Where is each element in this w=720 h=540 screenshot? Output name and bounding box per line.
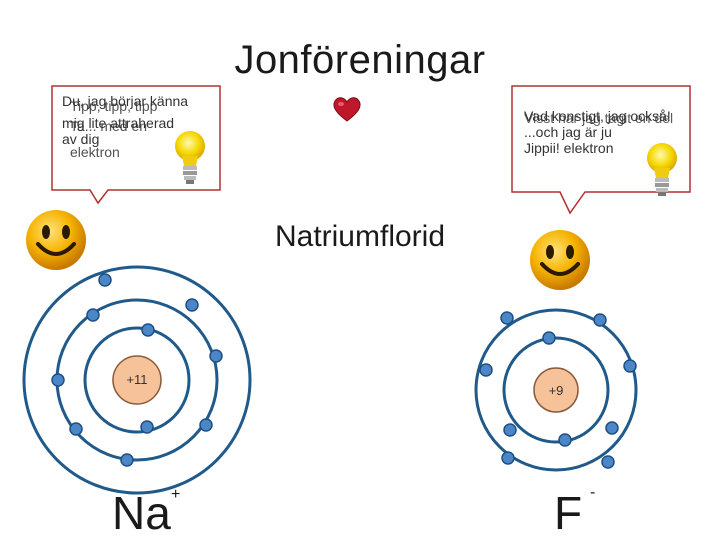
electron	[70, 423, 82, 435]
electron	[480, 364, 492, 376]
electron	[606, 422, 618, 434]
f-ion-symbol: F	[554, 486, 582, 540]
electron	[142, 324, 154, 336]
electron	[594, 314, 606, 326]
electron	[99, 274, 111, 286]
electron	[543, 332, 555, 344]
electron	[602, 456, 614, 468]
electron	[502, 452, 514, 464]
f-ion-charge: -	[590, 484, 595, 502]
electron	[504, 424, 516, 436]
electron	[624, 360, 636, 372]
electron	[200, 419, 212, 431]
electron	[52, 374, 64, 386]
f-nucleus-charge: +9	[536, 383, 576, 398]
electron	[186, 299, 198, 311]
na-ion-charge: +	[171, 486, 180, 504]
na-nucleus-charge: +11	[117, 372, 157, 387]
electron	[121, 454, 133, 466]
electron	[559, 434, 571, 446]
electron	[141, 421, 153, 433]
electron	[210, 350, 222, 362]
na-ion-symbol: Na	[112, 486, 171, 540]
electron	[501, 312, 513, 324]
electron	[87, 309, 99, 321]
